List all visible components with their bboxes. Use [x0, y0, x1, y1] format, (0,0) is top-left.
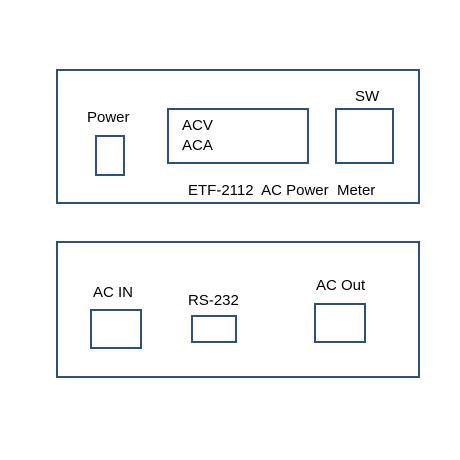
- display-acv-label: ACV: [182, 117, 213, 134]
- rs232-port: [191, 315, 237, 343]
- ac-out-label: AC Out: [316, 277, 366, 294]
- display-window: [167, 108, 309, 164]
- sw-label: SW: [355, 88, 380, 105]
- power-label: Power: [87, 109, 130, 126]
- display-aca-label: ACA: [182, 137, 213, 154]
- ac-out-port: [314, 303, 366, 343]
- sw-button: [335, 108, 394, 164]
- rs232-label: RS-232: [188, 292, 239, 309]
- model-label: ETF-2112 AC Power Meter: [188, 182, 376, 199]
- rear-panel: [56, 241, 420, 378]
- ac-in-port: [90, 309, 142, 349]
- ac-in-label: AC IN: [93, 284, 134, 301]
- power-switch: [95, 135, 125, 176]
- front-panel: [56, 69, 420, 204]
